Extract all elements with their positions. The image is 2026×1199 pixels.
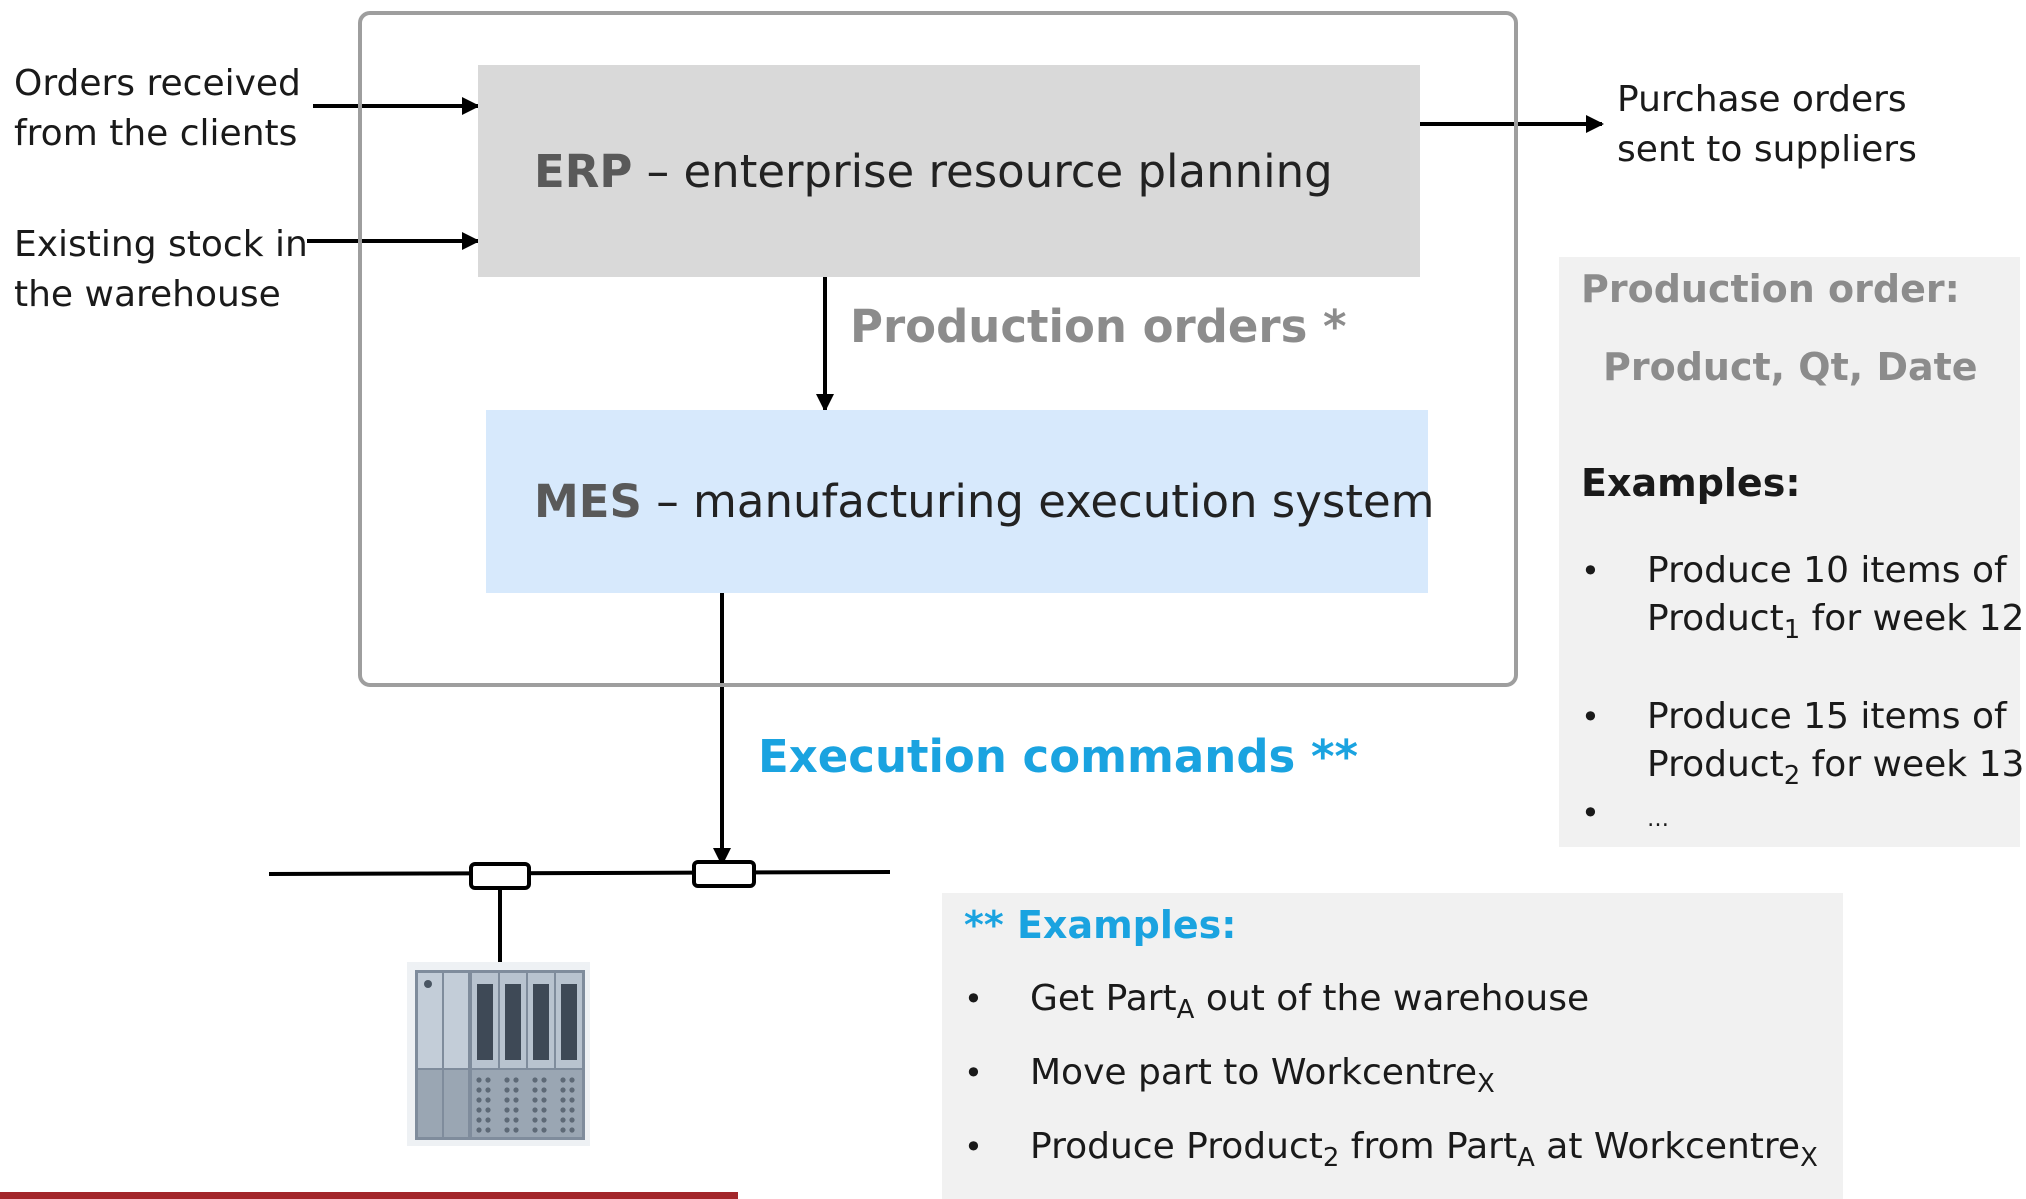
output-purchase-line2: sent to suppliers [1617,129,1917,170]
erp-box: ERP – enterprise resource planning [478,65,1420,277]
erp-abbr: ERP [534,144,633,198]
execution-commands-label: Execution commands ** [758,730,1359,783]
mes-label: MES – manufacturing execution system [486,475,1435,528]
production-order-panel: Production order: Product, Qt, Date Exam… [1559,257,2024,847]
input-stock-label: Existing stock in the warehouse [14,220,308,320]
plc-controller-icon [407,962,590,1146]
network-connector-left [469,862,531,890]
production-example-1-line1: Produce 10 items of [1647,550,2007,591]
execution-examples-heading: ** Examples: [964,903,1237,947]
fieldbus-line [268,870,891,876]
production-order-fields: Product, Qt, Date [1603,345,1978,389]
execution-example-1: Get PartA out of the warehouse [1030,978,1590,1026]
output-purchase-line1: Purchase orders [1617,79,1907,120]
production-orders-label: Production orders * [850,300,1347,353]
input-orders-line1: Orders received [14,63,301,104]
production-order-title: Production order: [1581,267,1960,311]
execution-examples-panel: ** Examples: • Get PartA out of the ware… [942,893,1843,1199]
production-examples-heading: Examples: [1581,461,1801,505]
footer-accent-line [0,1192,738,1199]
bullet-3: • [1581,794,1600,832]
network-connector-right [692,860,756,888]
production-example-2-line1: Produce 15 items of [1647,696,2007,737]
exec-bullet-1: • [964,980,983,1018]
exec-bullet-2: • [964,1054,983,1092]
output-purchase-label: Purchase orders sent to suppliers [1617,75,1917,175]
production-example-2: Produce 15 items of Product2 for week 13 [1647,693,2024,800]
production-example-ellipsis: … [1647,807,1669,832]
execution-example-2: Move part to WorkcentreX [1030,1052,1495,1100]
mes-abbr: MES [534,475,642,528]
enterprise-system-boundary [358,11,1518,687]
input-stock-line2: the warehouse [14,274,281,315]
production-example-2-line2: Product2 for week 13 [1647,744,2025,792]
mes-box: MES – manufacturing execution system [486,410,1435,593]
erp-label: ERP – enterprise resource planning [478,145,1333,198]
bullet-2: • [1581,698,1600,736]
bullet-1: • [1581,552,1600,590]
execution-example-3: Produce Product2 from PartA at Workcentr… [1030,1126,1818,1174]
production-example-1-line2: Product1 for week 12 [1647,598,2025,646]
input-orders-label: Orders received from the clients [14,59,301,159]
exec-bullet-3: • [964,1128,983,1166]
production-example-1: Produce 10 items of Product1 for week 12 [1647,547,2024,654]
erp-desc: – enterprise resource planning [632,144,1333,198]
input-stock-line1: Existing stock in [14,224,308,265]
input-orders-line2: from the clients [14,113,298,154]
mes-desc: – manufacturing execution system [641,475,1435,528]
